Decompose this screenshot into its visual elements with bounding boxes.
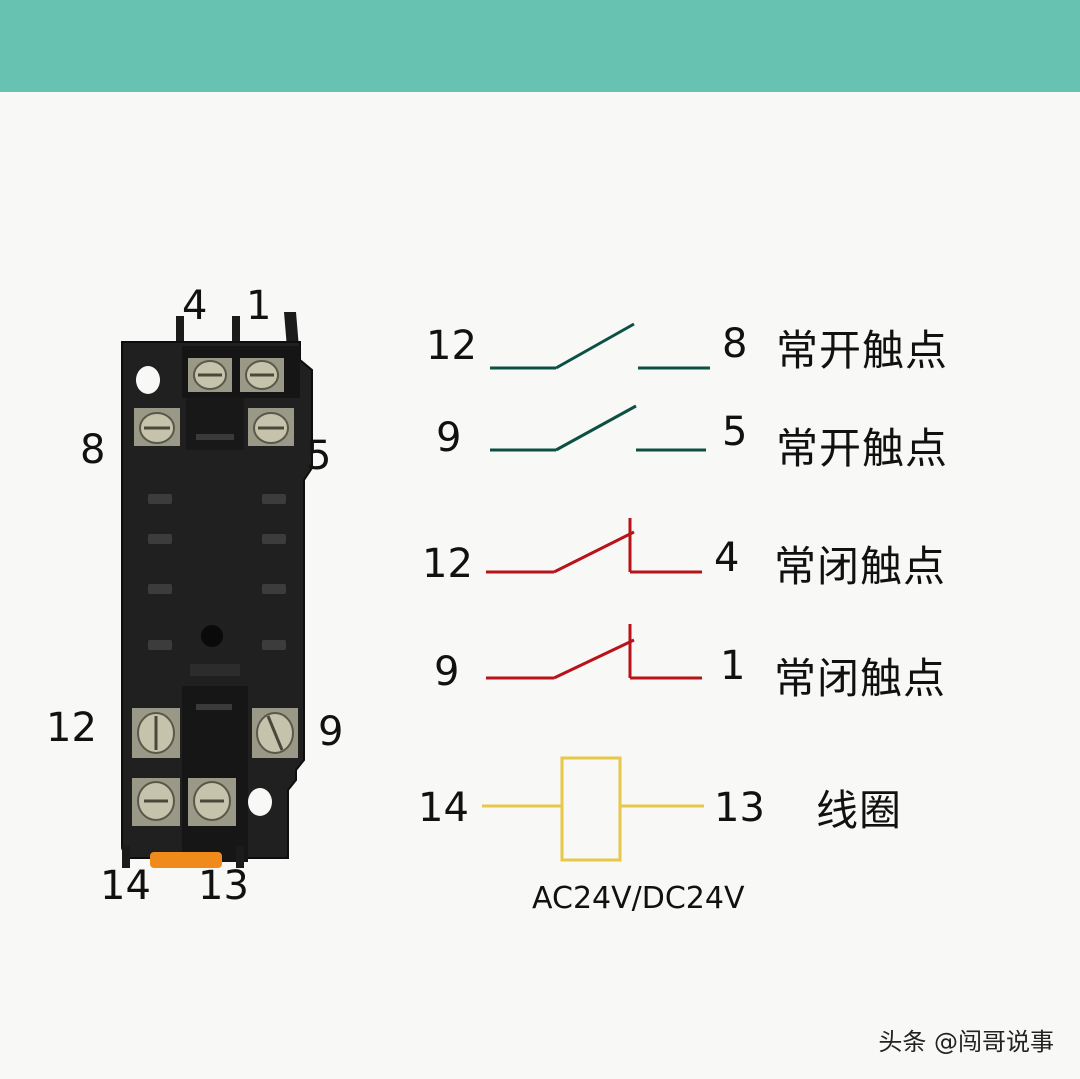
screw-terminal-9 bbox=[252, 708, 298, 758]
contact-4-type-label: 常闭触点 bbox=[774, 654, 947, 703]
contact-3-right-label: 4 bbox=[714, 535, 740, 581]
mount-hole-top bbox=[136, 366, 160, 394]
terminal-label-12: 12 bbox=[46, 705, 97, 751]
nc-contact-symbol-2 bbox=[486, 624, 702, 680]
top-clip-mid bbox=[232, 316, 240, 346]
no-contact-symbol-2 bbox=[490, 404, 706, 452]
terminal-label-8: 8 bbox=[80, 427, 106, 473]
center-hole bbox=[201, 625, 223, 647]
watermark: 头条 @闯哥说事 bbox=[878, 1028, 1054, 1056]
screw-terminal-4 bbox=[188, 358, 232, 392]
contact-3-type-label: 常闭触点 bbox=[774, 542, 947, 591]
coil-voltage-label: AC24V/DC24V bbox=[532, 881, 745, 916]
header-bar bbox=[0, 0, 1080, 92]
terminal-label-13: 13 bbox=[198, 863, 249, 909]
terminal-label-4: 4 bbox=[182, 283, 208, 329]
screw-terminal-8 bbox=[134, 408, 180, 446]
pin-slots bbox=[148, 494, 286, 650]
contact-4-right-label: 1 bbox=[720, 643, 746, 689]
contact-1-left-label: 12 bbox=[426, 323, 477, 369]
screw-terminal-5 bbox=[248, 408, 294, 446]
screw-terminal-14 bbox=[132, 778, 180, 826]
contact-2-type-label: 常开触点 bbox=[776, 424, 949, 473]
screw-terminal-1 bbox=[240, 358, 284, 392]
nc-contact-symbol-1 bbox=[486, 518, 702, 574]
terminal-label-14: 14 bbox=[100, 863, 151, 909]
bottom-terminal-block bbox=[182, 686, 248, 862]
contact-4-left-label: 9 bbox=[434, 649, 460, 695]
contact-2-left-label: 9 bbox=[436, 415, 462, 461]
coil-symbol bbox=[482, 756, 704, 862]
coil-left-label: 14 bbox=[418, 785, 469, 831]
contact-3-left-label: 12 bbox=[422, 541, 473, 587]
terminal-label-5: 5 bbox=[306, 433, 332, 479]
no-contact-symbol-1 bbox=[490, 322, 710, 370]
contact-2-right-label: 5 bbox=[722, 409, 748, 455]
top-clip-left bbox=[176, 316, 184, 346]
mount-hole-bottom bbox=[248, 788, 272, 816]
terminal-label-9: 9 bbox=[318, 709, 344, 755]
coil-type-label: 线圈 bbox=[816, 786, 903, 835]
screw-terminal-13 bbox=[188, 778, 236, 826]
screw-terminal-12 bbox=[132, 708, 180, 758]
release-tab bbox=[150, 852, 222, 868]
coil-right-label: 13 bbox=[714, 785, 765, 831]
contact-1-right-label: 8 bbox=[722, 321, 748, 367]
terminal-label-1: 1 bbox=[246, 283, 272, 329]
contact-1-type-label: 常开触点 bbox=[776, 326, 949, 375]
